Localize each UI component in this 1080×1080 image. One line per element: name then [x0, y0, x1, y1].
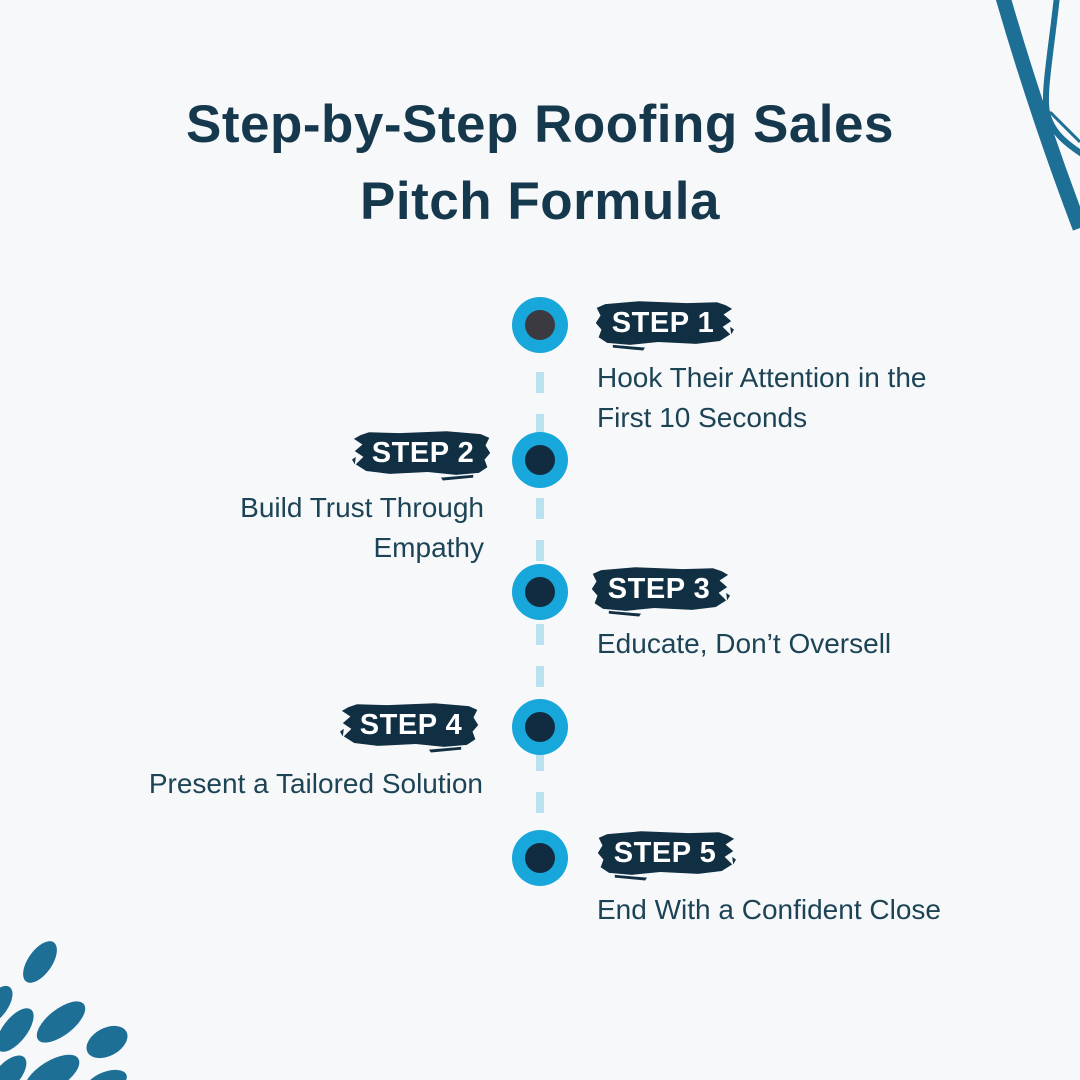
brush-stroke-shape: [352, 431, 491, 481]
step1-badge-label: STEP 1: [611, 306, 715, 339]
step3-description-line1: Educate, Don’t Oversell: [597, 628, 892, 659]
step2-badge: STEP 2: [352, 424, 494, 484]
timeline-dot-step2: [512, 432, 568, 488]
timeline-dot-core: [525, 712, 555, 742]
timeline-dot-step4: [512, 699, 568, 755]
step3-badge: STEP 3: [588, 560, 730, 620]
timeline-dot-step1: [512, 297, 568, 353]
step4-badge: STEP 4: [340, 696, 482, 756]
timeline-dot-core: [525, 577, 555, 607]
timeline-dot-core: [525, 843, 555, 873]
timeline-dot-core: [525, 445, 555, 475]
step1-badge: STEP 1: [592, 294, 734, 354]
page-title-line-2: Pitch Formula: [360, 172, 720, 231]
step2-description: Build Trust Through Empathy: [104, 488, 484, 568]
page-title: Step-by-Step Roofing Sales Pitch Formula: [0, 86, 1080, 240]
page-title-line-1: Step-by-Step Roofing Sales: [186, 95, 894, 154]
step2-badge-label: STEP 2: [371, 436, 475, 469]
step1-description: Hook Their Attention in the First 10 Sec…: [597, 358, 977, 438]
brush-stroke-shape: [340, 703, 479, 753]
step3-badge-label: STEP 3: [607, 572, 711, 605]
brush-stroke-shape: [591, 567, 730, 617]
timeline-dot-step3: [512, 564, 568, 620]
step5-badge-label: STEP 5: [613, 836, 717, 869]
step1-description-line2: First 10 Seconds: [597, 402, 808, 433]
brush-stroke-shape: [597, 831, 736, 881]
step4-badge-label: STEP 4: [359, 708, 463, 741]
step3-description: Educate, Don’t Oversell: [597, 624, 977, 664]
brush-dashes-decoration: [0, 941, 128, 1080]
brush-stroke-shape: [595, 301, 734, 351]
corner-swash-decoration: [995, 0, 1080, 231]
step2-description-line1: Build Trust Through: [240, 492, 484, 523]
step4-description-line1: Present a Tailored Solution: [148, 768, 483, 799]
step5-description: End With a Confident Close: [597, 890, 977, 930]
step5-badge: STEP 5: [594, 824, 736, 884]
timeline-dot-step5: [512, 830, 568, 886]
step2-description-line2: Empathy: [373, 532, 485, 563]
timeline-dot-core: [525, 310, 555, 340]
step1-description-line1: Hook Their Attention in the: [597, 362, 927, 393]
step5-description-line1: End With a Confident Close: [597, 894, 941, 925]
step4-description: Present a Tailored Solution: [103, 764, 483, 804]
